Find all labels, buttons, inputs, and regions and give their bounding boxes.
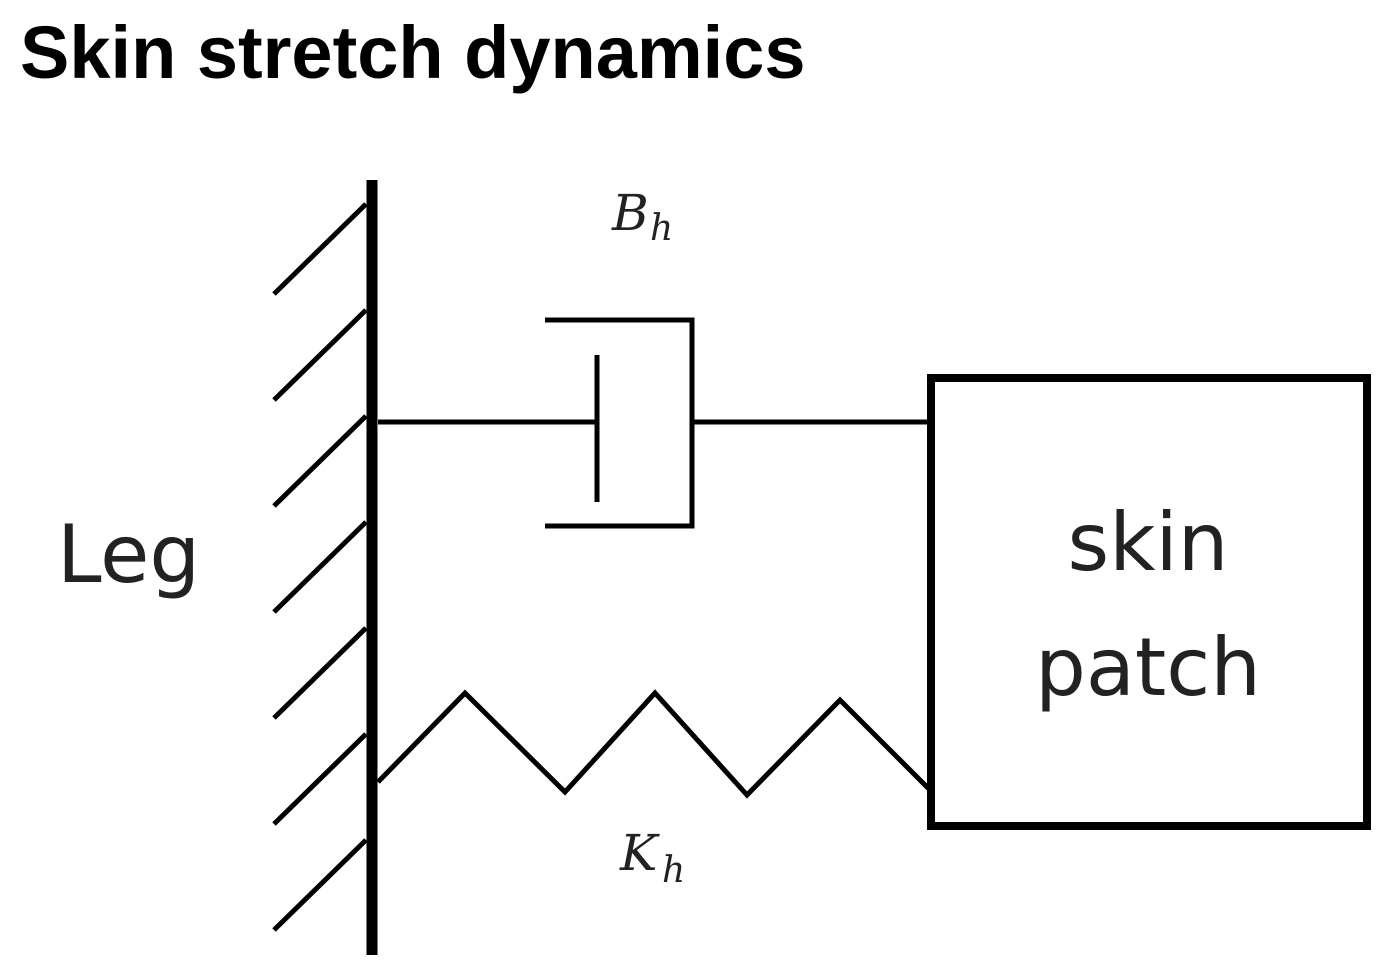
diagram-title: Skin stretch dynamics: [20, 11, 806, 94]
skin-patch-label-line2: patch: [1035, 621, 1261, 714]
damper-subscript: h: [650, 208, 673, 249]
wall-hatching: [272, 202, 368, 932]
fixed-wall: [272, 180, 378, 955]
spring: [376, 689, 932, 799]
skin-patch-label-line1: skin: [1068, 496, 1229, 589]
damper: [378, 317, 930, 529]
skin-patch-mass: [927, 374, 1371, 830]
leg-label: Leg: [57, 508, 200, 601]
damper-symbol: B: [611, 184, 649, 242]
spring-coefficient-label: K h: [619, 824, 685, 891]
damper-coefficient-label: B h: [611, 184, 673, 249]
spring-subscript: h: [662, 850, 685, 891]
spring-symbol: K: [619, 824, 660, 882]
